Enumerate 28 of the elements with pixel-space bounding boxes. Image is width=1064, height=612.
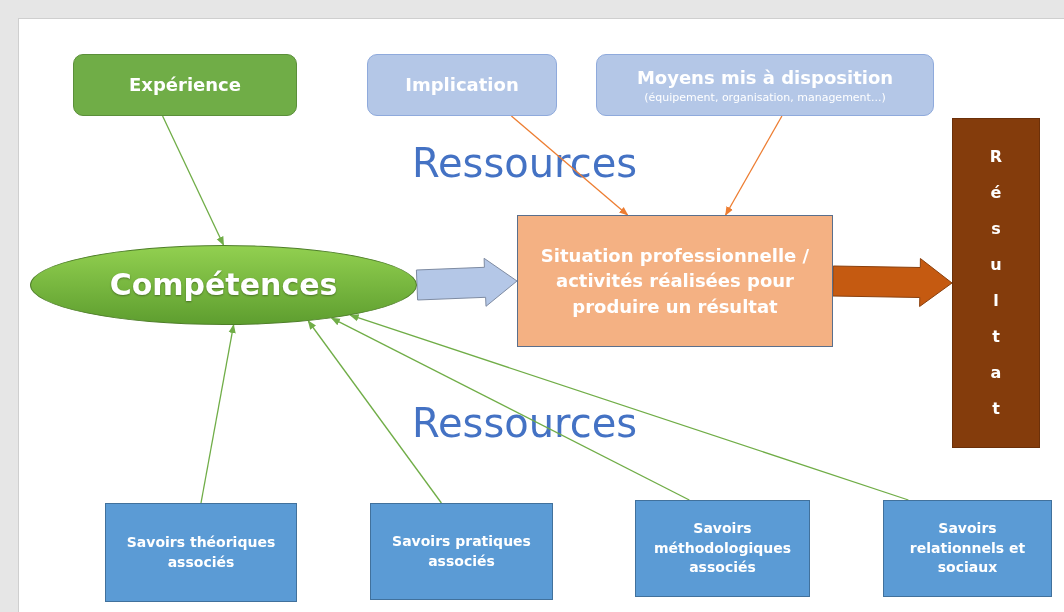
- arrow: [330, 317, 690, 501]
- node-title: Expérience: [129, 73, 241, 98]
- node-title: Implication: [405, 73, 519, 98]
- arrow: [349, 314, 910, 501]
- implication-box: [367, 54, 557, 116]
- arrow: [200, 324, 236, 504]
- block-arrow: [832, 258, 953, 307]
- situation-box: [517, 215, 833, 347]
- knowledge-box: [635, 500, 810, 597]
- experience-box: [73, 54, 297, 116]
- knowledge-box: [105, 503, 297, 602]
- arrow: [161, 115, 225, 246]
- node-title: Savoirs relationnels et sociaux: [908, 519, 1027, 578]
- node-title: Moyens mis à disposition: [636, 65, 894, 90]
- arrow: [307, 320, 443, 504]
- knowledge-box: [370, 503, 553, 600]
- node-title: Savoirs méthodologiques associés: [652, 519, 793, 578]
- resources-box: [596, 54, 934, 116]
- node-title: Savoirs pratiques associés: [391, 531, 532, 571]
- arrow: [724, 115, 783, 216]
- node-title: Savoirs théoriques associés: [125, 532, 277, 572]
- node-title: Situation professionnelle / activités réalisées pour produire un résultat: [539, 244, 811, 319]
- node-title: Compétences: [109, 266, 338, 304]
- block-arrow: [415, 257, 518, 307]
- node-subtitle: (équipement, organisation, management...): [644, 89, 886, 106]
- result-box: [952, 118, 1040, 448]
- knowledge-box: [883, 500, 1052, 597]
- node-title: Résultat: [989, 146, 1003, 420]
